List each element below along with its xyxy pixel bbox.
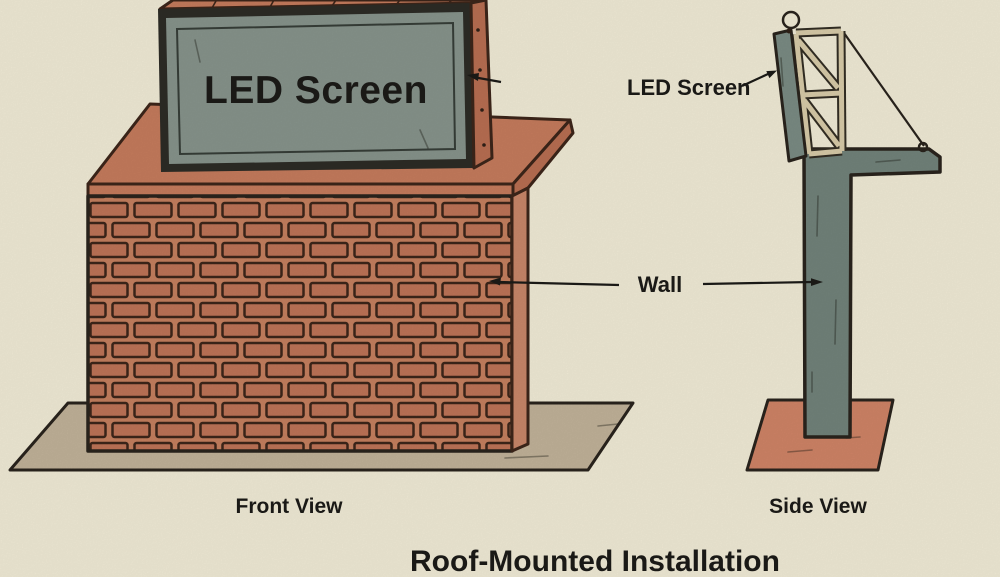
top-mount-bolt [786,28,792,34]
front-view-caption: Front View [236,495,344,518]
side-screen-label: LED Screen [627,75,751,100]
screen-right-edge [469,0,494,170]
top-mount-ring [781,10,801,30]
cable-anchor-ring [917,141,929,153]
side-view-caption: Side View [769,495,867,518]
roof-cap-front-band [86,182,515,198]
front-view: LED Screen Front View [8,0,635,518]
wall-arrow-right-line [702,280,813,286]
side-view: LED Screen Side View [627,10,942,518]
brick-wall-face [88,196,512,451]
diagram-title: Roof-Mounted Installation [410,545,780,577]
led-screen-front: LED Screen [158,0,502,172]
brick-wall-right-face [510,186,530,453]
wall-label: Wall [638,272,682,297]
front-screen-label: LED Screen [204,69,428,112]
support-cable [843,32,925,147]
wall-column [802,147,942,439]
wall-annotation: Wall [489,272,823,297]
side-screen-annotation: LED Screen [627,70,777,100]
